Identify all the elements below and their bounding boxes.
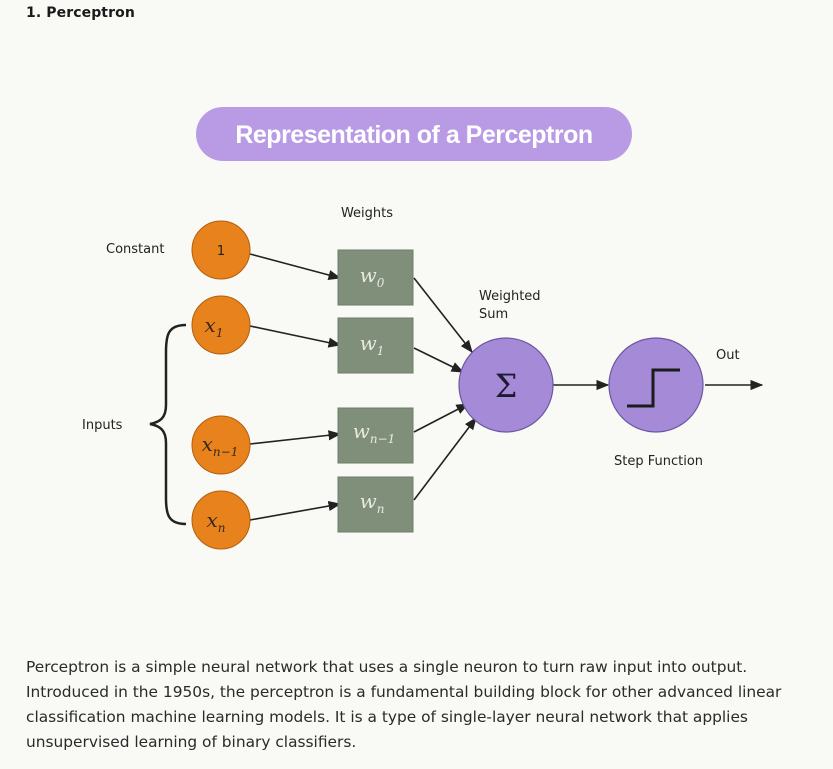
input-x1-sub: 1: [216, 326, 224, 340]
weight-w1-sub: 1: [377, 344, 385, 358]
weighted-sum-label-line2: Sum: [479, 307, 508, 322]
edge-weight1-sum: [413, 347, 465, 373]
weight-w0-base: w: [360, 263, 377, 287]
step-function-label: Step Function: [614, 454, 703, 469]
svg-text:wn: wn: [360, 489, 385, 516]
svg-text:wn−1: wn−1: [353, 419, 396, 446]
svg-text:xn−1: xn−1: [202, 432, 239, 459]
diagram-title: Representation of a Perceptron: [235, 121, 592, 149]
step-function-node: [608, 337, 704, 433]
step-function-icon: [627, 368, 680, 408]
weight-box-wn-1: wn−1: [337, 407, 414, 464]
section-title: 1. Perceptron: [26, 5, 135, 21]
weight-box-w1: w1: [337, 317, 414, 374]
weighted-sum-label-line1: Weighted: [479, 289, 541, 304]
weights-label: Weights: [341, 206, 393, 221]
input-xn-base: x: [206, 508, 217, 532]
input-node-constant: 1: [191, 220, 251, 280]
weight-w1-base: w: [360, 331, 377, 355]
weight-wn-1-base: w: [353, 419, 370, 443]
edge-input3-weight3: [249, 500, 342, 521]
input-node-x1: x1: [191, 295, 251, 355]
weight-wn-1-sub: n−1: [370, 432, 395, 446]
weight-wn-base: w: [360, 489, 377, 513]
constant-label: Constant: [106, 242, 164, 257]
inputs-brace: [149, 323, 187, 526]
svg-text:xn: xn: [206, 508, 225, 535]
weight-wn-sub: n: [377, 502, 385, 516]
input-node-xn: xn: [191, 490, 251, 550]
inputs-label: Inputs: [82, 418, 123, 433]
summation-node: Σ: [458, 337, 554, 433]
out-label: Out: [716, 348, 740, 363]
input-x1-base: x: [205, 313, 216, 337]
weight-box-wn: wn: [337, 476, 414, 533]
edge-weight2-sum: [413, 403, 470, 433]
edge-input1-weight1: [249, 325, 342, 348]
input-xn-1-base: x: [202, 432, 213, 456]
perceptron-diagram: Representation of a Perceptron Weights C…: [82, 107, 764, 550]
weight-w0-sub: 0: [377, 276, 385, 290]
title-pill: [196, 107, 632, 161]
input-xn-1-sub: n−1: [213, 445, 238, 459]
input-xn-sub: n: [218, 521, 226, 535]
input-node-constant-label: 1: [217, 244, 225, 259]
description-paragraph: Perceptron is a simple neural network th…: [26, 658, 782, 751]
edge-input2-weight2: [249, 430, 342, 445]
edge-weight3-sum: [413, 416, 477, 501]
sigma-icon: Σ: [495, 367, 518, 405]
svg-text:w1: w1: [360, 331, 385, 358]
svg-text:x1: x1: [205, 313, 224, 340]
edge-input0-weight0: [249, 253, 342, 280]
svg-text:w0: w0: [360, 263, 385, 290]
edge-weight0-sum: [413, 277, 473, 354]
weight-box-w0: w0: [337, 249, 414, 306]
input-node-xn-1: xn−1: [191, 415, 251, 475]
